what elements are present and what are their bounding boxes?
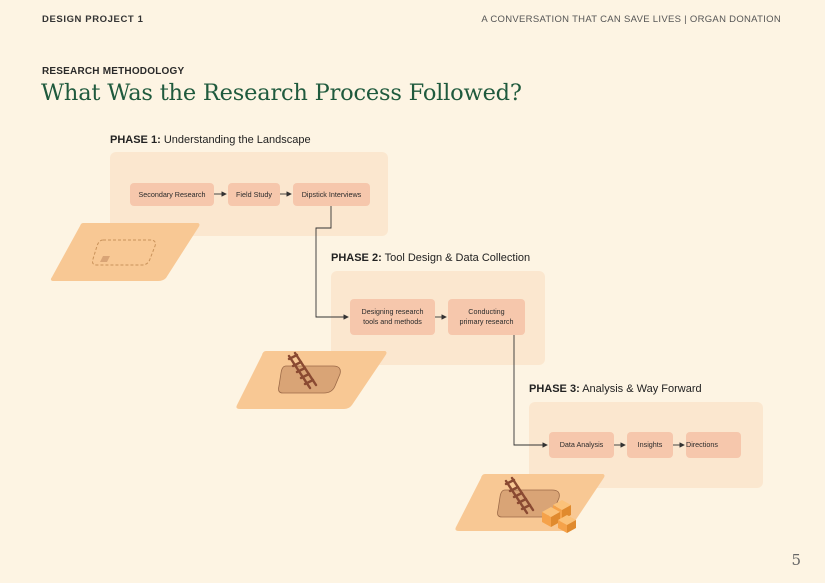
- step-directions: Directions: [686, 432, 741, 458]
- phase-2-title: PHASE 2: Tool Design & Data Collection: [331, 252, 530, 264]
- phase-1-name: Understanding the Landscape: [163, 134, 311, 146]
- phase-1-title: PHASE 1: Understanding the Landscape: [110, 134, 311, 146]
- phase-3-platform-illustration: [455, 474, 605, 533]
- page-title: What Was the Research Process Followed?: [41, 80, 522, 106]
- step-dipstick-interviews: Dipstick Interviews: [293, 183, 370, 206]
- step-data-analysis: Data Analysis: [549, 432, 614, 458]
- phase-1-to-2-connector: [315, 206, 349, 320]
- phase-3-name: Analysis & Way Forward: [582, 383, 702, 395]
- project-tagline: A CONVERSATION THAT CAN SAVE LIVES | ORG…: [481, 14, 781, 25]
- phase-2-platform-illustration: [236, 351, 387, 409]
- phase-2-number: PHASE 2:: [331, 252, 382, 264]
- project-label: DESIGN PROJECT 1: [42, 14, 144, 25]
- page-number: 5: [791, 551, 801, 569]
- phase-3-number: PHASE 3:: [529, 383, 580, 395]
- section-label: RESEARCH METHODOLOGY: [42, 66, 185, 77]
- phase-1-number: PHASE 1:: [110, 134, 161, 146]
- step-designing-research-tools: Designing research tools and methods: [350, 299, 435, 335]
- phase-2-name: Tool Design & Data Collection: [384, 252, 531, 264]
- phase-1-platform-illustration: [50, 223, 200, 281]
- step-insights: Insights: [627, 432, 673, 458]
- step-secondary-research: Secondary Research: [130, 183, 214, 206]
- step-conducting-primary-research: Conducting primary research: [448, 299, 525, 335]
- stacked-cubes-icon: [542, 500, 576, 533]
- phase-2-to-3-connector: [513, 335, 548, 448]
- phase-3-title: PHASE 3: Analysis & Way Forward: [529, 383, 702, 395]
- step-field-study: Field Study: [228, 183, 280, 206]
